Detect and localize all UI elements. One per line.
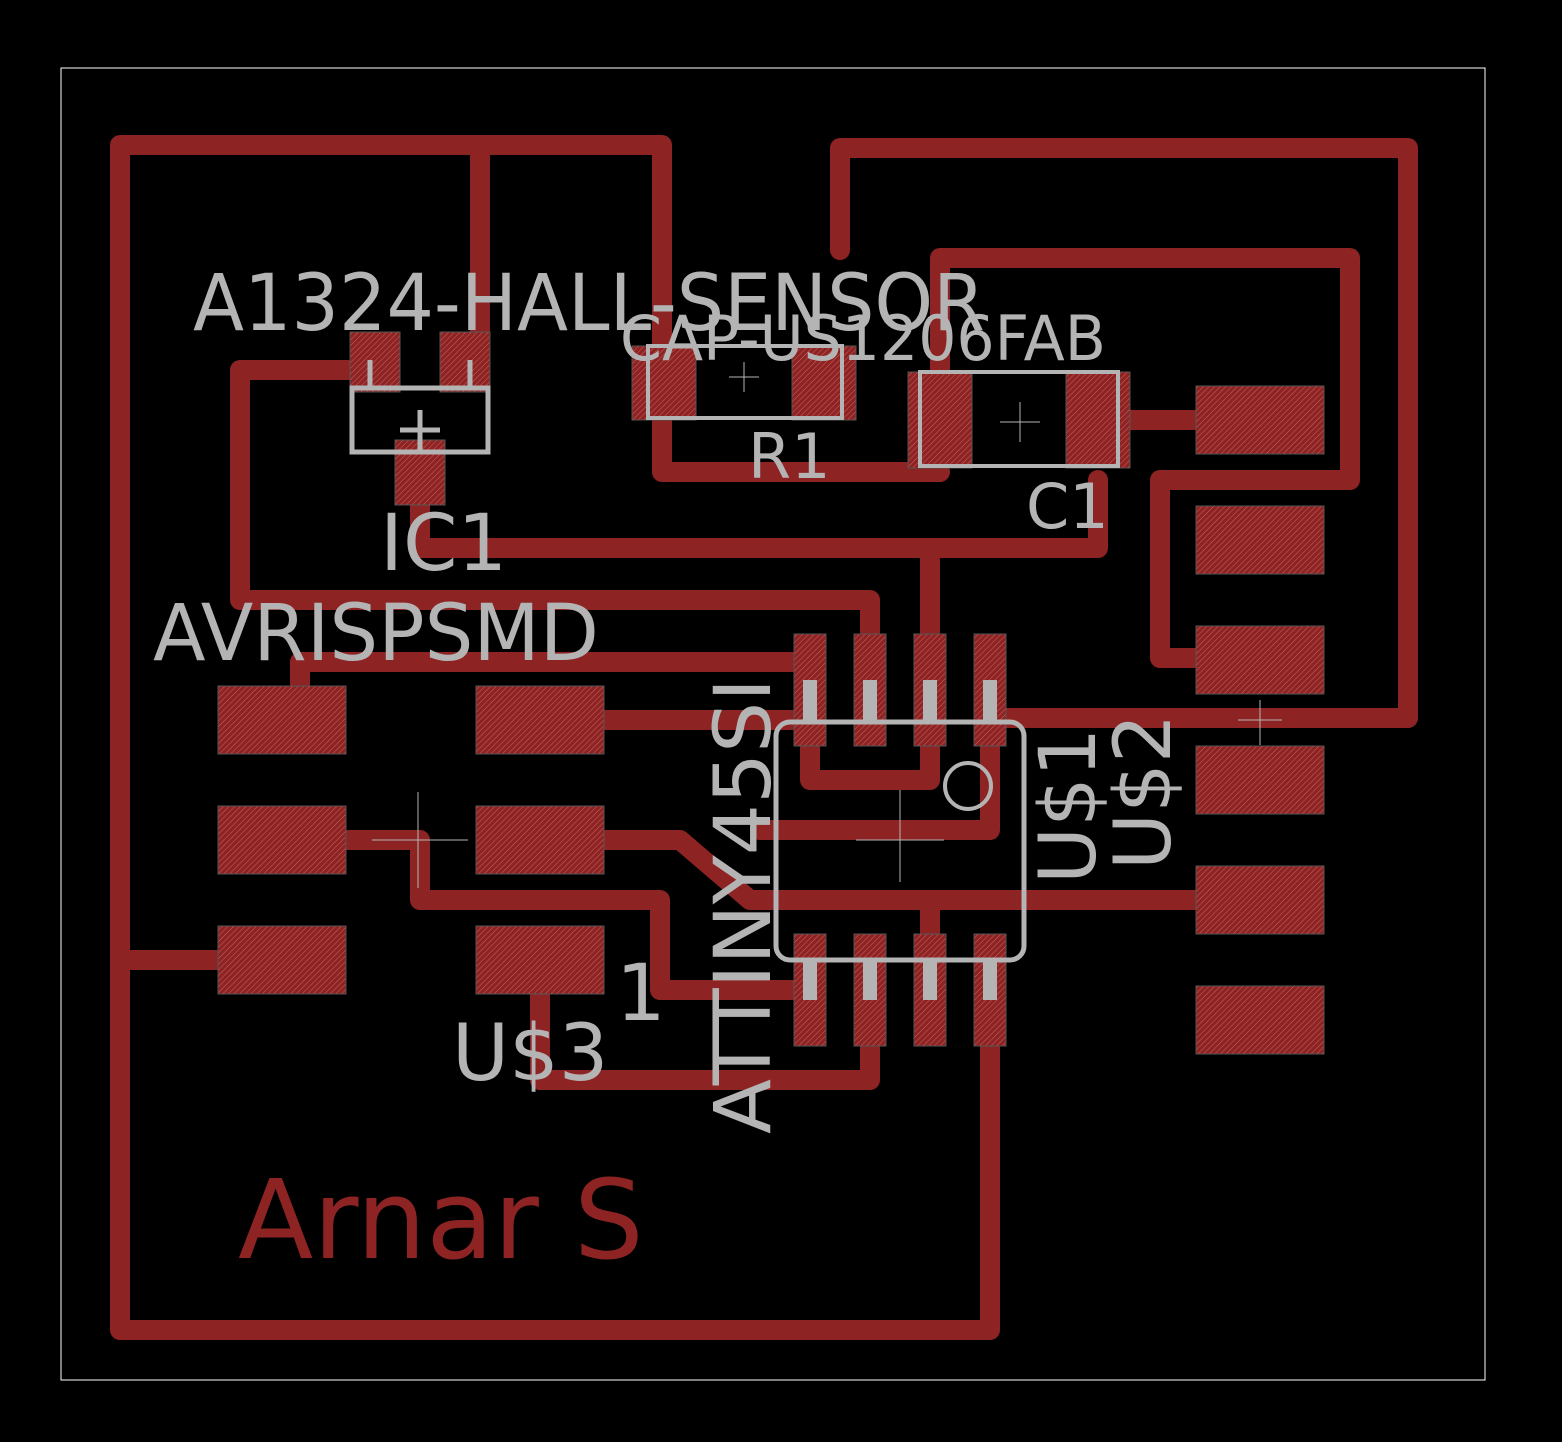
avrisp-origin-cross [372,792,468,888]
us1-label: U$1 [1024,728,1114,884]
trace-hall-left [230,360,880,660]
r1-label: R1 [748,420,831,493]
mcu-body-outline [773,719,1027,963]
ic1-silkscreen [349,360,491,455]
avrisp-label: AVRISPSMD [153,589,599,679]
silkscreen-labels: A1324-HALL-SENSOR CAP-US1206FAB R1 C1 IC… [153,259,1189,1134]
avrisp-pad [217,925,347,995]
ic1-pad-2 [439,331,491,393]
mcu-origin-cross [856,790,944,882]
header-pad [1195,385,1325,455]
trace-inner-right [930,248,1360,668]
trace-mcu-right [750,730,1000,840]
c1-origin-cross [1000,402,1040,442]
avrisp-pad [217,805,347,875]
c1-outline [918,370,1120,468]
r1-outline [646,344,844,420]
c1-label: C1 [1026,470,1109,543]
ic1-pad-1 [349,331,401,393]
mcu-pin-silk [803,680,997,1000]
header-pad [1195,505,1325,575]
header-pad [1195,625,1325,695]
r1-origin-cross [729,362,759,392]
us2-label: U$2 [1099,714,1189,870]
attiny-component [773,633,1027,1047]
c1-component [907,370,1131,469]
r1-pad-1 [631,345,697,421]
header-u2 [1195,385,1325,1055]
r1-component [631,344,857,421]
c1-pad-1 [907,371,973,469]
header-pad [1195,865,1325,935]
attiny-label: ATTINY45SI [699,678,789,1134]
mcu-pin1-marker [943,761,993,811]
trace-avr-mid [590,830,1210,910]
us3-label: U$3 [452,1009,608,1099]
trace-r1-c1 [652,410,950,482]
pin1-label: 1 [616,949,666,1039]
avrisp-pad [217,685,347,755]
avrisp-pad [475,925,605,995]
header-pad [1195,985,1325,1055]
hall-sensor-label: A1324-HALL-SENSOR [193,259,985,349]
ic1-label: IC1 [380,499,507,589]
header-pad [1195,745,1325,815]
avrisp-header [217,685,605,995]
trace-hall-out [410,460,1108,558]
avrisp-pad [475,805,605,875]
trace-ground-loop [110,135,1000,1340]
capacitor-label: CAP-US1206FAB [620,302,1106,375]
board-outline [60,67,1486,1381]
trace-mcu-loop [800,730,940,790]
author-label: Arnar S [238,1156,644,1284]
traces [110,135,1418,1340]
avrisp-pad [475,685,605,755]
c1-pad-2 [1065,371,1131,469]
trace-avr-bottom [530,980,880,1090]
header-origin-cross [1238,700,1282,745]
ic1-component [349,331,491,506]
